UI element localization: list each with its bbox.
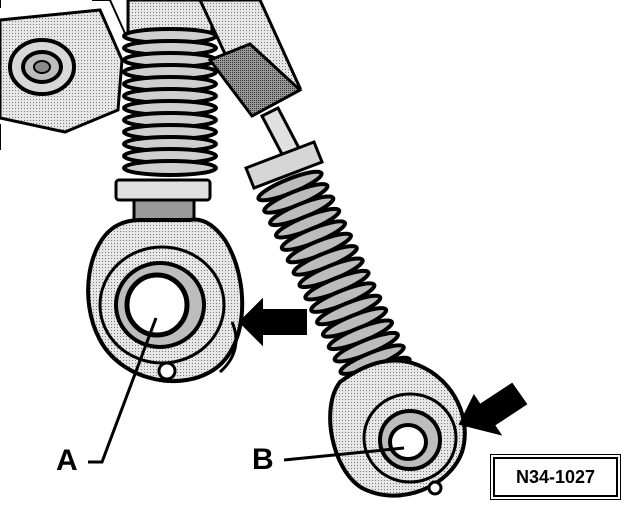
cable-a	[86, 0, 245, 384]
mounting-bracket	[0, 0, 129, 150]
leader-line-a	[88, 317, 158, 464]
label-b: B	[252, 443, 274, 476]
label-a: A	[56, 444, 78, 477]
cable-b	[198, 0, 467, 498]
arrow-icon	[458, 382, 528, 436]
figure-reference-code: N34-1027	[490, 454, 621, 500]
arrow-icon	[238, 297, 307, 347]
leader-line-b	[283, 446, 405, 462]
